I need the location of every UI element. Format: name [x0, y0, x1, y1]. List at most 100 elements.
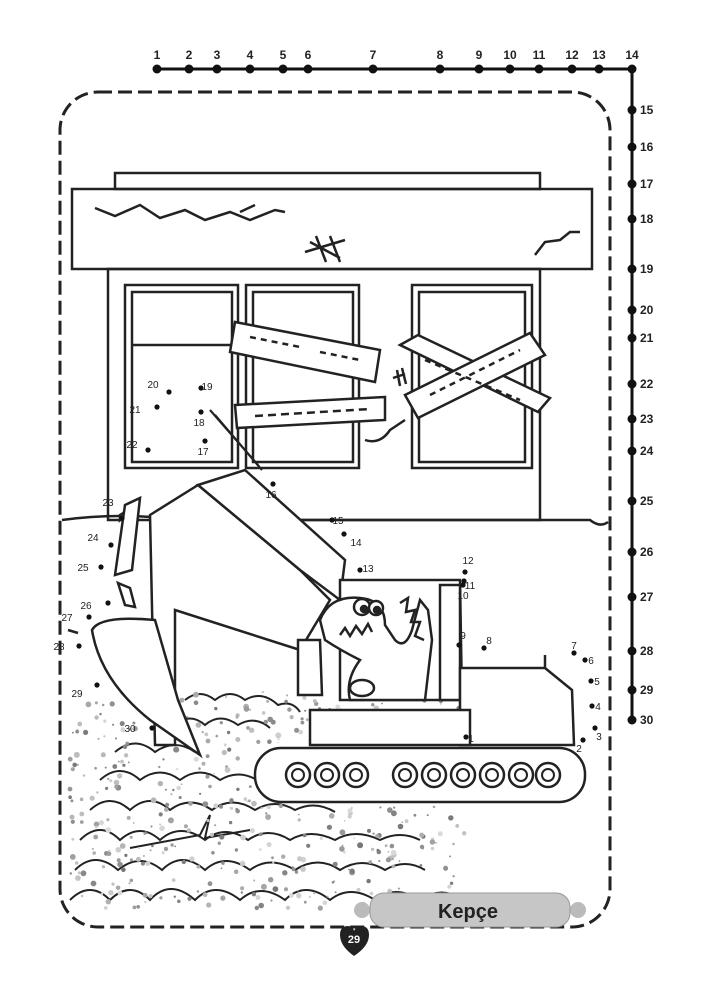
connect-dot	[588, 678, 594, 684]
ruler-dot	[627, 379, 637, 389]
ruler-number: 19	[640, 262, 654, 276]
dot-number: 19	[201, 382, 213, 393]
connect-dot	[580, 737, 586, 743]
ruler-number: 27	[640, 590, 654, 604]
ruler-number: 9	[476, 48, 483, 62]
ruler-number: 25	[640, 494, 654, 508]
ruler-dot	[627, 446, 637, 456]
connect-dot	[589, 703, 595, 709]
connect-dot	[198, 409, 204, 415]
connect-dot	[154, 404, 160, 410]
ruler-number: 3	[214, 48, 221, 62]
ruler-number: 18	[640, 212, 654, 226]
ruler-number: 21	[640, 331, 654, 345]
connect-dot	[481, 645, 487, 651]
excavator	[67, 409, 587, 804]
dot-number: 23	[102, 498, 114, 509]
ruler-number: 16	[640, 140, 654, 154]
ruler-dot	[627, 646, 637, 656]
dot-number: 12	[462, 556, 474, 567]
connect-dot	[145, 447, 151, 453]
ruler-number: 23	[640, 412, 654, 426]
connect-dot	[108, 542, 114, 548]
connect-dot	[76, 643, 82, 649]
ruler-number: 20	[640, 303, 654, 317]
title-text: Kepçe	[438, 901, 498, 923]
connect-dot	[460, 582, 466, 588]
ruler-dot	[152, 64, 162, 74]
ruler-number: 28	[640, 644, 654, 658]
ruler-number: 8	[437, 48, 444, 62]
dot-number: 24	[87, 533, 99, 544]
dot-number: 3	[596, 732, 602, 743]
connect-dot	[202, 438, 208, 444]
connect-dot	[94, 682, 100, 688]
connect-dot	[461, 578, 467, 584]
connect-dot	[198, 385, 204, 391]
ruler-dot	[627, 179, 637, 189]
ruler-dot	[505, 64, 515, 74]
ruler-dot	[627, 305, 637, 315]
ruler-number: 6	[305, 48, 312, 62]
connect-dot	[341, 531, 347, 537]
ruler-dot	[627, 547, 637, 557]
ruler-number: 1	[154, 48, 161, 62]
wooden-boards	[228, 320, 553, 430]
ruler-number: 26	[640, 545, 654, 559]
ruler-number: 17	[640, 177, 654, 191]
ruler-number: 5	[280, 48, 287, 62]
ruler-number: 4	[247, 48, 254, 62]
dot-number: 9	[460, 631, 466, 642]
ruler-number: 29	[640, 683, 654, 697]
ruler-dot	[245, 64, 255, 74]
dot-number: 4	[595, 702, 601, 713]
connect-dot	[119, 515, 125, 521]
dot-number: 21	[129, 405, 141, 416]
ruler-dot	[184, 64, 194, 74]
ruler-number: 11	[533, 48, 546, 62]
connect-the-dots: 1234567891011121314151617181920212223242…	[53, 380, 602, 755]
connect-dot	[98, 564, 104, 570]
connect-dot	[149, 725, 155, 731]
page-number-badge: 29	[340, 926, 369, 956]
ruler-dot	[534, 64, 544, 74]
ruler-dot	[567, 64, 577, 74]
connect-dot	[166, 389, 172, 395]
ruler-dot	[627, 214, 637, 224]
ruler-dot	[627, 333, 637, 343]
page-number: 29	[348, 934, 360, 946]
dot-number: 20	[147, 380, 159, 391]
ruler-number: 30	[640, 713, 654, 727]
dot-number: 11	[465, 581, 476, 592]
connect-dot	[463, 734, 469, 740]
connect-dot	[270, 481, 276, 487]
dot-number: 1	[468, 734, 474, 745]
dot-number: 26	[80, 601, 92, 612]
connect-dot	[462, 569, 468, 575]
ruler-dot	[627, 414, 637, 424]
ruler-dot	[594, 64, 604, 74]
dot-number: 15	[332, 516, 344, 527]
ruler-dot	[212, 64, 222, 74]
ruler-dot	[627, 592, 637, 602]
ruler-number: 15	[640, 103, 654, 117]
ruler-dot	[627, 264, 637, 274]
dot-number: 2	[576, 744, 582, 755]
ruler-dot	[435, 64, 445, 74]
connect-dot	[329, 517, 335, 523]
ruler-number: 14	[625, 48, 639, 62]
ruler-dot	[627, 64, 637, 74]
dot-number: 14	[350, 538, 362, 549]
ruler-number: 12	[565, 48, 579, 62]
ruler-number: 24	[640, 444, 654, 458]
dot-number: 27	[61, 613, 73, 624]
rubble-pile	[69, 693, 461, 902]
ruler-number: 13	[592, 48, 606, 62]
dashed-frame	[58, 90, 612, 929]
dot-number: 8	[486, 636, 492, 647]
connect-dot	[582, 657, 588, 663]
dot-number: 25	[77, 563, 89, 574]
ruler-dot	[368, 64, 378, 74]
